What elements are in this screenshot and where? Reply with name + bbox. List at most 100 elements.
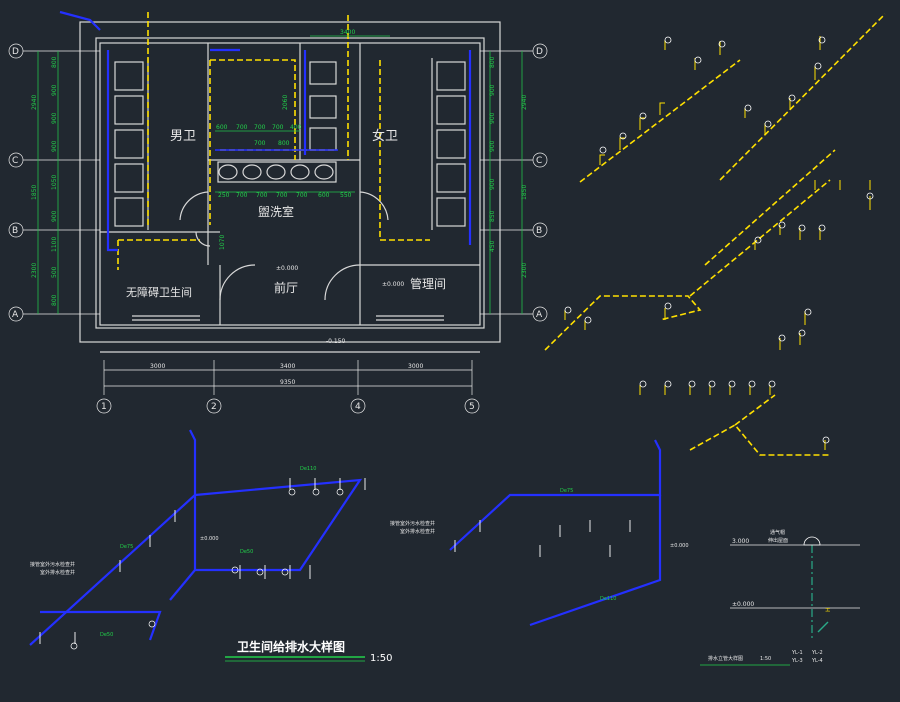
note-sewer-left: 接管室外污水检查井 (30, 561, 75, 568)
dims-misc: 2060 1070 700 800 (219, 95, 290, 250)
grid-row-b-right: B (536, 226, 542, 236)
svg-text:800: 800 (278, 140, 290, 147)
elev-riser-h: H (825, 607, 832, 612)
svg-text:700: 700 (296, 192, 308, 199)
note-sewer-mid: 接管室外污水检查井 (390, 520, 435, 527)
svg-text:1100: 1100 (51, 237, 58, 252)
dim-bottom-2: 3400 (280, 363, 295, 370)
svg-text:600: 600 (318, 192, 330, 199)
svg-text:2060: 2060 (282, 95, 289, 110)
iso-supply-diagrams (544, 13, 886, 456)
dim-right-1: 2940 (521, 95, 528, 110)
svg-text:700: 700 (254, 140, 266, 147)
svg-text:800: 800 (51, 294, 58, 306)
grid-row-d-left: D (12, 47, 19, 57)
svg-text:900: 900 (489, 84, 496, 96)
grid-row-a-right: A (536, 310, 543, 320)
elev-mgmt: ±0.000 (382, 281, 404, 288)
elev-lobby: ±0.000 (276, 265, 298, 272)
riser-labels: YL-1 YL-2 YL-3 YL-4 (791, 650, 823, 664)
note-drain-left: 室外排水检查井 (40, 569, 75, 576)
floor-plan: D C B A D C B A 2940 1850 2300 800 900 (8, 10, 548, 414)
svg-text:900: 900 (51, 140, 58, 152)
drawing-scale: 1:50 (370, 653, 392, 664)
svg-text:YL-2: YL-2 (811, 650, 823, 656)
grid-col-2: 2 (211, 402, 217, 412)
grid-row-d-right: D (536, 47, 543, 57)
svg-text:450: 450 (489, 240, 496, 252)
svg-text:850: 850 (489, 210, 496, 222)
svg-text:De110: De110 (600, 596, 616, 602)
drawing-title: 卫生间给排水大样图 (237, 639, 345, 654)
dim-total: 9350 (280, 379, 295, 386)
room-label-womens: 女卫 (372, 128, 398, 144)
svg-text:1050: 1050 (51, 175, 58, 190)
elev-iso-2: ±0.000 (670, 543, 689, 549)
grid-col-1: 1 (101, 402, 107, 412)
svg-text:800: 800 (489, 56, 496, 68)
note-drain-mid: 室外排水检查井 (400, 528, 435, 535)
riser-note: 伸出屋面 (768, 537, 788, 544)
svg-text:YL-1: YL-1 (791, 650, 803, 656)
svg-text:500: 500 (51, 266, 58, 278)
grid-col-5: 5 (469, 402, 475, 412)
riser-detail-scale: 1:50 (760, 656, 771, 662)
svg-text:250: 250 (218, 192, 230, 199)
pipe-labels: De75 De110 De50 De50 De75 De110 (100, 466, 616, 638)
dim-left-3: 2300 (31, 263, 38, 278)
svg-text:700: 700 (276, 192, 288, 199)
elev-riser-base: ±0.000 (732, 601, 754, 608)
room-label-washroom: 盥洗室 (258, 204, 294, 219)
room-label-accessible: 无障碍卫生间 (126, 285, 192, 299)
dims-wash-bottom: 250 700 700 700 700 600 550 (218, 192, 352, 199)
svg-text:800: 800 (51, 56, 58, 68)
svg-text:700: 700 (272, 124, 284, 131)
svg-text:De50: De50 (240, 549, 253, 555)
dims-right-fine: 800 900 900 900 900 850 450 (489, 56, 496, 252)
svg-text:700: 700 (256, 192, 268, 199)
elev-outside: -0.150 (326, 338, 346, 345)
dim-left-2: 1850 (31, 185, 38, 200)
svg-text:400: 400 (290, 124, 302, 131)
svg-text:900: 900 (489, 112, 496, 124)
room-label-management: 管理间 (410, 276, 446, 291)
svg-text:600: 600 (216, 124, 228, 131)
elev-iso-1: ±0.000 (200, 536, 219, 542)
riser-detail-title: 排水立管大样图 (708, 655, 743, 662)
svg-text:YL-3: YL-3 (791, 658, 803, 664)
grid-row-c-right: C (536, 156, 542, 166)
svg-text:De75: De75 (560, 488, 573, 494)
dims-wash-top: 600 700 700 700 400 (216, 124, 302, 131)
svg-text:900: 900 (51, 112, 58, 124)
dims-left-fine: 800 900 900 900 1050 900 1100 500 800 (51, 56, 58, 306)
svg-text:De50: De50 (100, 632, 113, 638)
grid-row-b-left: B (12, 226, 18, 236)
svg-text:900: 900 (51, 210, 58, 222)
room-label-mens: 男卫 (170, 129, 196, 144)
svg-text:700: 700 (236, 192, 248, 199)
riser-head-label: 通气帽 (770, 529, 785, 536)
dim-left-1: 2940 (31, 95, 38, 110)
room-label-lobby: 前厅 (274, 280, 298, 295)
svg-text:550: 550 (340, 192, 352, 199)
dim-top: 3400 (340, 29, 355, 36)
grid-row-a-left: A (12, 310, 19, 320)
dim-right-2: 1850 (521, 185, 528, 200)
iso-drainage-diagrams: 接管室外污水检查井 室外排水检查井 接管室外污水检查井 室外排水检查井 ±0.0… (29, 429, 860, 666)
svg-text:700: 700 (254, 124, 266, 131)
elev-riser-top: 3.000 (732, 538, 749, 545)
dim-right-3: 2300 (521, 263, 528, 278)
svg-text:900: 900 (489, 178, 496, 190)
svg-text:900: 900 (489, 140, 496, 152)
grid-row-c-left: C (12, 156, 18, 166)
svg-text:900: 900 (51, 84, 58, 96)
svg-text:De75: De75 (120, 544, 133, 550)
dim-bottom-1: 3000 (150, 363, 165, 370)
svg-text:700: 700 (236, 124, 248, 131)
dim-bottom-3: 3000 (408, 363, 423, 370)
svg-text:YL-4: YL-4 (811, 658, 823, 664)
svg-text:De110: De110 (300, 466, 316, 472)
grid-col-4: 4 (355, 402, 361, 412)
svg-text:1070: 1070 (219, 235, 226, 250)
